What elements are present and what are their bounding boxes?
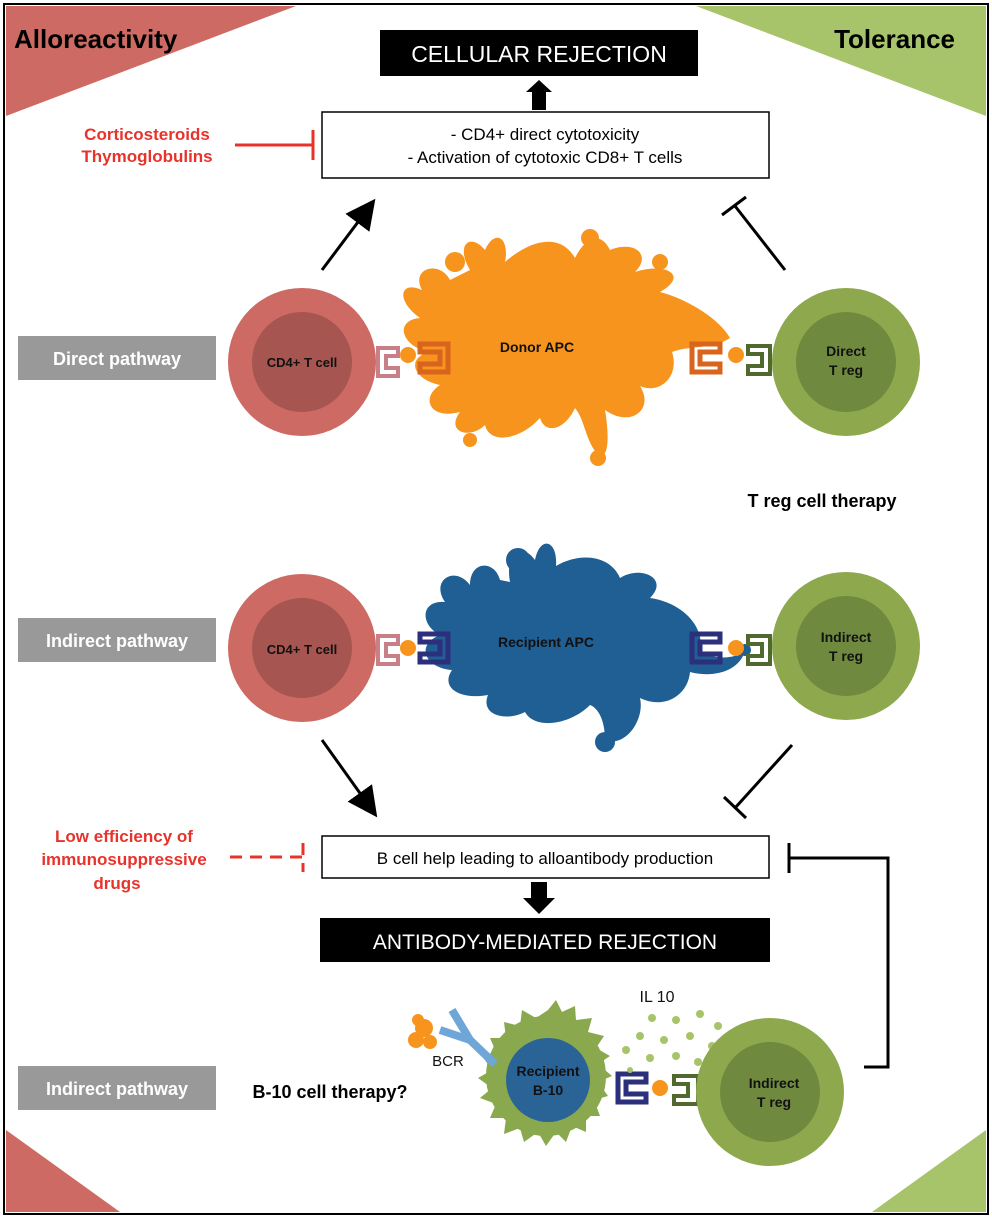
cd4-cell-indirect-inner <box>252 598 352 698</box>
direct-treg-inner <box>796 312 896 412</box>
indirect-pathway-badge <box>18 618 216 662</box>
antibody-rejection-banner <box>320 918 770 962</box>
b10-indirect-treg-label-line1: Indirect <box>749 1075 800 1091</box>
treg-inhibit-cytotoxicity-bar <box>721 195 747 217</box>
tolerance-corner-top <box>696 6 986 116</box>
indirect-pathway-b10-label: Indirect pathway <box>46 1079 188 1099</box>
treg-inhibit-cytotoxicity-line <box>733 205 787 271</box>
b10-therapy-label: B-10 cell therapy? <box>252 1082 407 1102</box>
bcr-receptor <box>408 1007 498 1067</box>
alloreactivity-corner-top <box>6 6 296 116</box>
donor-apc-cell <box>403 229 730 466</box>
b10-label-line2: B-10 <box>533 1082 564 1098</box>
b10-indirect-treg-label-line2: T reg <box>757 1094 791 1110</box>
mhc-tcr-b10-treg <box>615 1071 700 1106</box>
low-efficiency-line1: Low efficiency of <box>55 827 193 846</box>
indirect-pathway-b10-badge <box>18 1066 216 1110</box>
direct-treg-label-line1: Direct <box>826 343 866 359</box>
cd4-cell-direct-label: CD4+ T cell <box>267 355 337 370</box>
il10-cytokine-dots <box>622 1010 722 1073</box>
recipient-apc-label: Recipient APC <box>498 634 594 650</box>
thick-down-arrow <box>523 882 555 914</box>
low-efficiency-line2: immunosuppressive <box>41 850 206 869</box>
cd4-to-bcell-help-arrow <box>320 739 378 818</box>
recipient-apc-cell <box>425 543 751 752</box>
tolerance-title: Tolerance <box>834 24 955 54</box>
indirect-treg-label-line1: Indirect <box>821 629 872 645</box>
bcr-label: BCR <box>432 1053 464 1070</box>
cd4-cell-indirect-label: CD4+ T cell <box>267 642 337 657</box>
direct-treg-label-line2: T reg <box>829 362 863 378</box>
tcr-mhc-direct-left <box>376 341 451 378</box>
corticosteroids-label: Corticosteroids <box>84 125 210 144</box>
bcell-help-box <box>321 835 770 879</box>
b10-treg-inhibition-bracket <box>790 856 890 1069</box>
treg-therapy-label: T reg cell therapy <box>747 491 896 511</box>
b10-indirect-treg-inner <box>720 1042 820 1142</box>
indirect-treg-label-line2: T reg <box>829 648 863 664</box>
low-efficiency-line3: drugs <box>93 874 140 893</box>
direct-pathway-badge <box>18 336 216 380</box>
donor-apc-label: Donor APC <box>500 339 574 355</box>
thymoglobulins-label: Thymoglobulins <box>81 147 212 166</box>
tolerance-corner-bottom <box>872 1130 986 1212</box>
indirect-treg-inner <box>796 596 896 696</box>
alloreactivity-corner-bottom <box>6 1130 120 1212</box>
cytotoxicity-box <box>321 111 770 179</box>
cellular-rejection-banner <box>380 30 698 76</box>
cd4-to-cytotoxicity-arrow <box>320 198 376 271</box>
b10-cell-inner <box>506 1038 590 1122</box>
bcell-help-label: B cell help leading to alloantibody prod… <box>377 849 713 868</box>
il10-label: IL 10 <box>640 989 675 1006</box>
treg-inhibit-bcell-help-bar <box>722 795 748 820</box>
alloreactivity-title: Alloreactivity <box>14 24 178 54</box>
tcr-mhc-indirect-right <box>689 631 772 666</box>
b10-label-line1: Recipient <box>516 1063 579 1079</box>
indirect-pathway-label: Indirect pathway <box>46 631 188 651</box>
antibody-rejection-label: ANTIBODY-MEDIATED REJECTION <box>373 931 717 954</box>
treg-inhibit-bcell-help-line <box>733 743 794 810</box>
cytotoxicity-line1: - CD4+ direct cytotoxicity <box>451 125 640 144</box>
cd4-cell-direct-inner <box>252 312 352 412</box>
tcr-mhc-indirect-left <box>376 631 451 666</box>
thick-up-arrow <box>526 80 552 110</box>
cellular-rejection-label: CELLULAR REJECTION <box>411 41 667 67</box>
tcr-mhc-direct-right <box>689 341 772 376</box>
direct-pathway-label: Direct pathway <box>53 349 181 369</box>
cytotoxicity-line2: - Activation of cytotoxic CD8+ T cells <box>408 148 683 167</box>
